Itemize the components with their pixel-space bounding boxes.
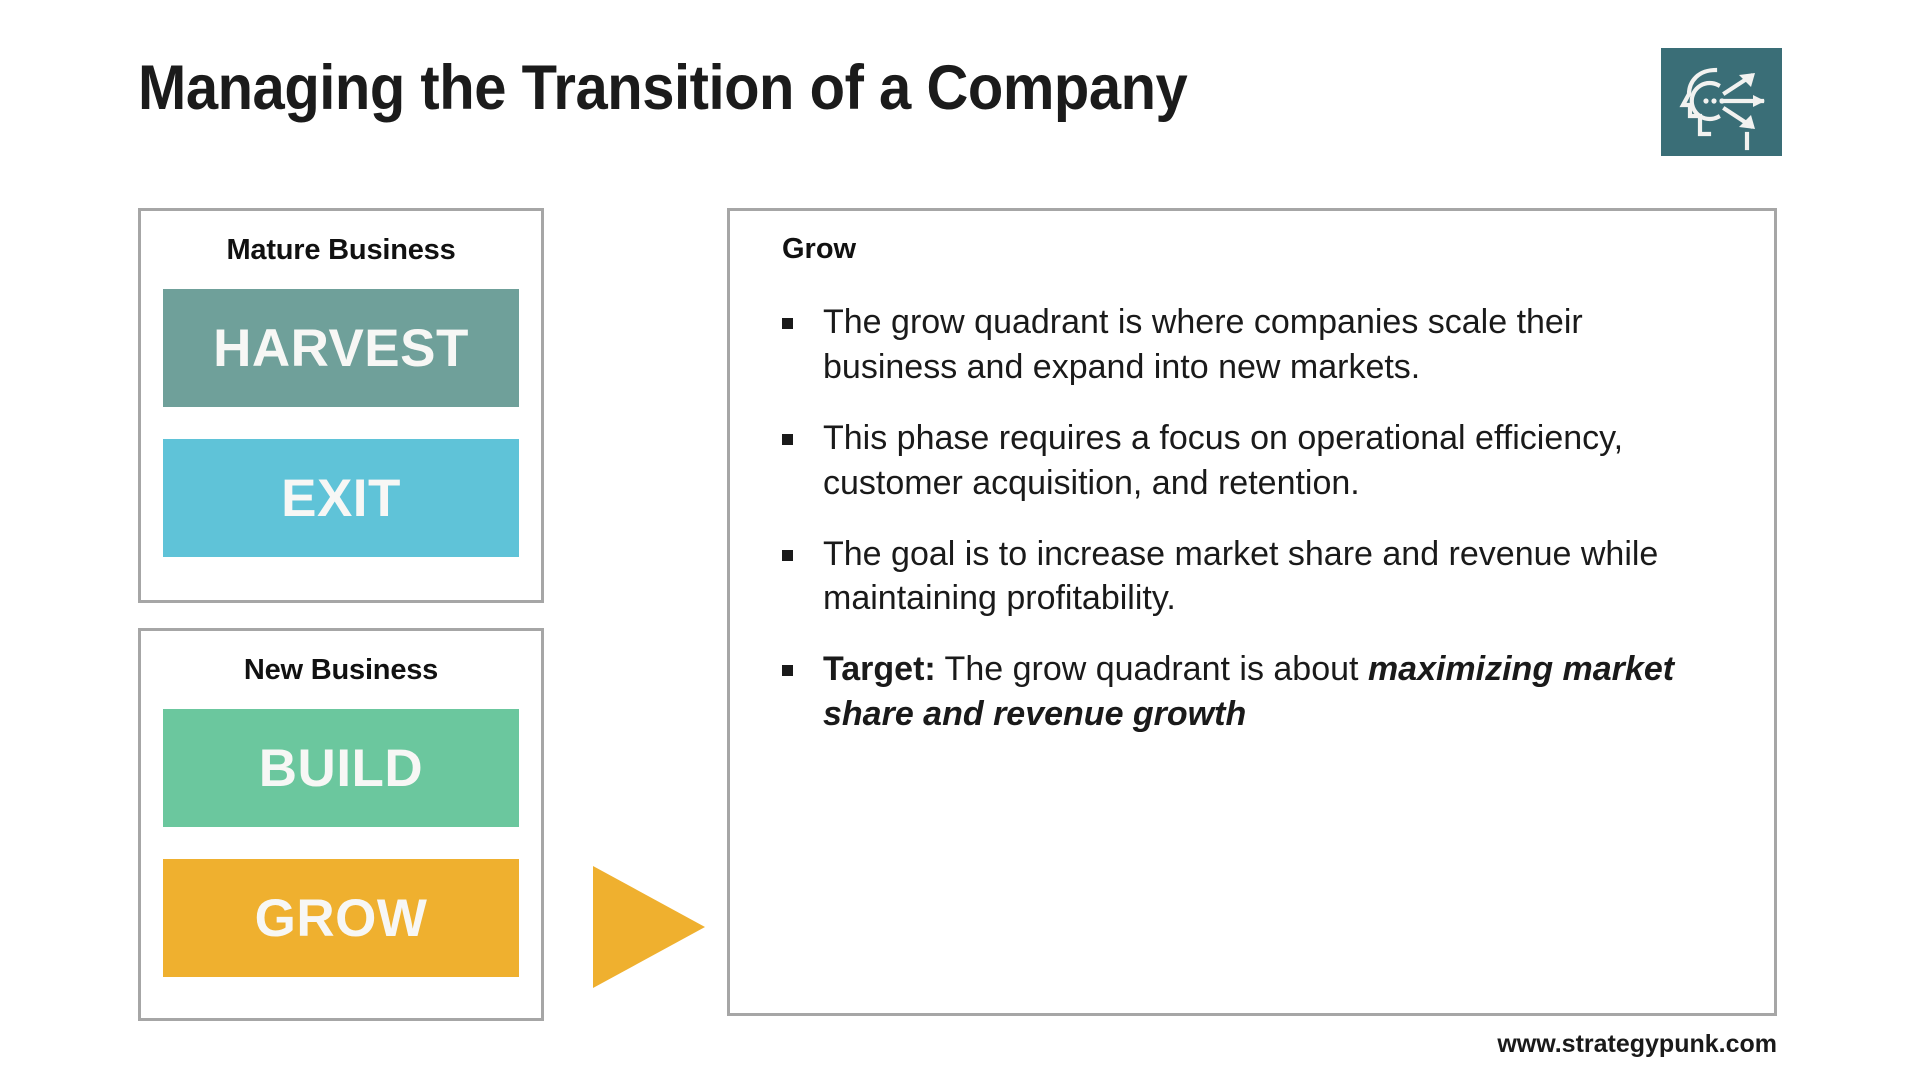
card-heading-new: New Business [243,654,439,686]
card-new-business[interactable]: New Business BUILD GROW [138,628,544,1021]
bullet-square-icon [782,318,793,329]
bullet-text: This phase requires a focus on operation… [823,418,1624,502]
card-heading-mature: Mature Business [226,234,456,266]
quadrant-bar-build[interactable]: BUILD [163,709,519,827]
bullet-text: The goal is to increase market share and… [823,534,1659,618]
bullet-row: The goal is to increase market share and… [782,532,1734,622]
thought-dots-icon [1703,98,1725,104]
detail-bullet-list: The grow quadrant is where companies sca… [782,300,1734,737]
card-mature-business[interactable]: Mature Business HARVEST EXIT [138,208,544,603]
bullet-text: Target: The grow quadrant is about maxim… [823,650,1675,734]
detail-panel: Grow The grow quadrant is where companie… [727,208,1777,1016]
detail-panel-heading: Grow [782,233,857,265]
bullet-square-icon [782,433,793,445]
quadrant-bar-harvest[interactable]: HARVEST [163,289,519,407]
bullet-row: This phase requires a focus on operation… [782,416,1734,506]
quadrant-bar-grow[interactable]: GROW [163,859,519,977]
bullet-text: The grow quadrant is where companies sca… [823,303,1583,386]
footer-website-url[interactable]: www.strategypunk.com [1497,1030,1777,1058]
brand-logo [1661,48,1782,156]
page-title: Managing the Transition of a Company [138,53,1188,123]
bullet-row: Target: The grow quadrant is about maxim… [782,647,1734,737]
bullet-square-icon [782,549,793,561]
quadrant-bar-exit[interactable]: EXIT [163,439,519,557]
bullet-row: The grow quadrant is where companies sca… [782,300,1734,390]
strategy-head-arrows-icon [1679,67,1765,151]
right-arrow-icon [593,866,705,988]
arrow-heads-icon [1739,73,1765,129]
bullet-square-icon [782,665,793,677]
